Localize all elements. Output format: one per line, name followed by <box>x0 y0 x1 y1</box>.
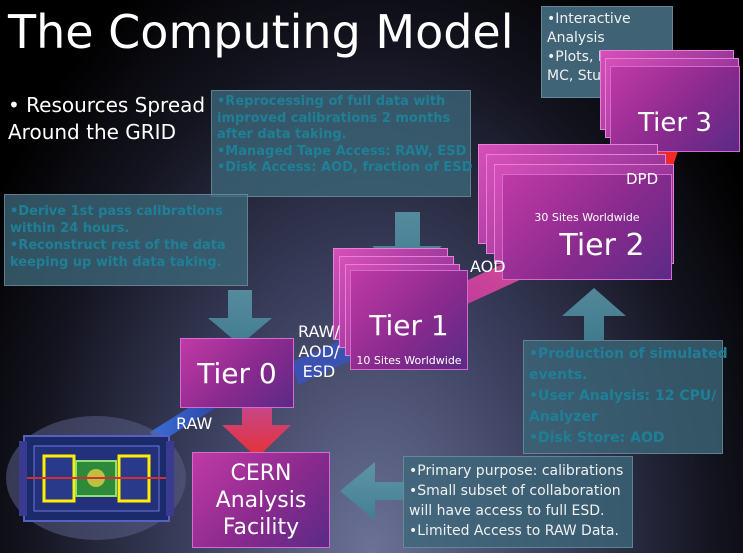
note-line: •Disk Store: AOD <box>529 430 665 446</box>
note-line: •Production of simulated <box>529 346 728 362</box>
intro-line: Around the GRID <box>8 120 176 144</box>
tier3-box: Tier 3 <box>610 66 740 152</box>
flow-label-line: RAW/ <box>298 322 340 341</box>
caf-note: •Primary purpose: calibrations •Small su… <box>403 456 633 548</box>
tier1-box: Tier 1 10 Sites Worldwide <box>350 270 468 370</box>
tier0-box: Tier 0 <box>180 338 294 408</box>
tier2-note: •Production of simulated events. •User A… <box>523 340 728 454</box>
note-line: •Small subset of collaboration <box>409 483 621 499</box>
note-line: •Disk Access: AOD, fraction of ESD <box>217 160 473 175</box>
note-line: •Derive 1st pass calibrations <box>10 204 223 219</box>
tier2-label: Tier 2 <box>559 228 645 263</box>
note-to-caf-arrow <box>340 462 405 520</box>
note-line: improved calibrations 2 months <box>217 110 451 126</box>
note-line: •Limited Access to RAW Data. <box>409 523 619 539</box>
note-line: •Reprocessing of full data with <box>217 94 446 109</box>
tier2-site-count: 30 Sites Worldwide <box>534 211 640 224</box>
note-line: events. <box>529 367 588 383</box>
note-line: keeping up with data taking. <box>10 255 222 270</box>
raw-flow-label: RAW <box>176 414 213 433</box>
caf-label-line: Analysis <box>215 487 307 513</box>
tier0-to-tier1-band <box>292 338 352 385</box>
flow-label-line: AOD/ <box>298 342 340 361</box>
raw-aod-esd-flow-label: RAW/ AOD/ ESD <box>298 322 340 382</box>
page-title: The Computing Model <box>8 5 514 59</box>
note-to-tier0-arrow <box>208 290 272 345</box>
note-line: will have access to full ESD. <box>409 503 605 519</box>
detector-illustration <box>6 416 186 540</box>
note-line: •Primary purpose: calibrations <box>409 463 624 479</box>
flow-label-line: ESD <box>302 362 336 381</box>
note-line: Analysis <box>547 30 605 46</box>
tier0-label: Tier 0 <box>197 356 277 390</box>
note-line: •Reconstruct rest of the data <box>10 238 226 253</box>
tier1-site-count: 10 Sites Worldwide <box>356 354 462 367</box>
tier2-box: 30 Sites Worldwide Tier 2 <box>502 174 672 280</box>
tier0-to-caf-arrow <box>222 398 291 458</box>
note-line: •Interactive <box>547 11 631 27</box>
aod-flow-label: AOD <box>470 257 506 276</box>
note-line: •User Analysis: 12 CPU/ <box>529 388 717 404</box>
note-line: after data taking. <box>217 127 347 142</box>
tier3-label: Tier 3 <box>638 108 712 138</box>
note-line: Analyzer <box>529 409 598 425</box>
dpd-flow-label: DPD <box>626 170 659 188</box>
note-to-tier2-arrow <box>562 288 626 340</box>
note-line: •Managed Tape Access: RAW, ESD <box>217 143 467 159</box>
note-line: within 24 hours. <box>10 221 130 236</box>
tier0-note: •Derive 1st pass calibrations within 24 … <box>4 194 248 286</box>
caf-label-line: Facility <box>222 514 300 540</box>
caf-label-line: CERN <box>230 460 292 486</box>
tier1-label: Tier 1 <box>369 309 449 342</box>
intro-line: • Resources Spread <box>8 93 206 117</box>
reprocessing-note: •Reprocessing of full data with improved… <box>211 90 473 197</box>
caf-box: CERN Analysis Facility <box>192 452 330 548</box>
intro-bullet: • Resources Spread Around the GRID <box>8 92 205 146</box>
